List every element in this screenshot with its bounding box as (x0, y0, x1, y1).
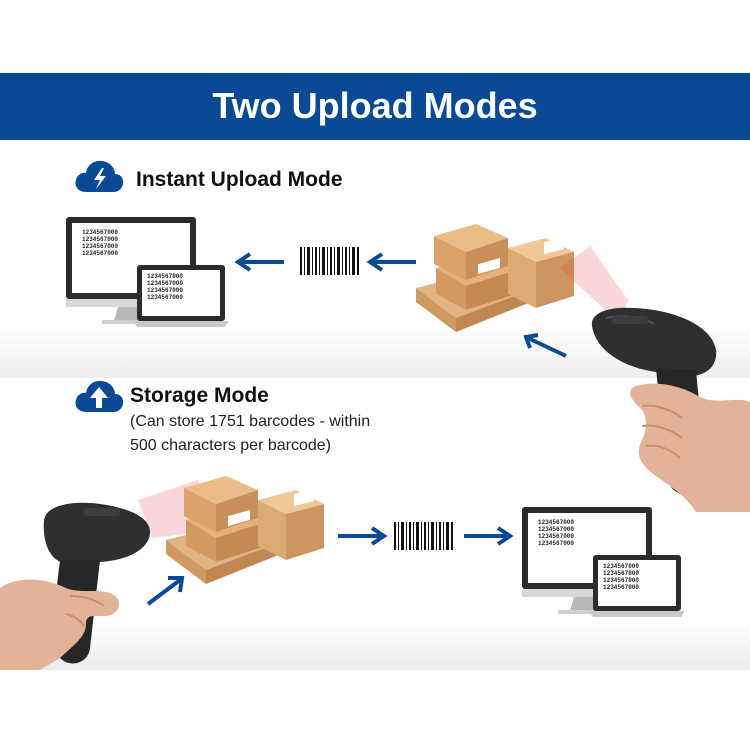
arrow-left-icon (366, 252, 416, 272)
barcode-scanner (0, 502, 150, 670)
package-boxes-icon (416, 224, 574, 332)
cloud-upload-icon (75, 380, 124, 412)
package-boxes-icon (166, 476, 324, 584)
laptop (133, 265, 229, 329)
page-title: Two Upload Modes (212, 85, 538, 126)
barcode-icon (394, 522, 453, 550)
arrow-right-icon (338, 526, 388, 546)
storage-mode-note-line-1: (Can store 1751 barcodes - within (130, 413, 371, 430)
arrow-up-right-icon (146, 576, 185, 606)
storage-mode-note-line-2: 500 characters per barcode) (130, 437, 331, 454)
barcode-scanner (591, 307, 750, 512)
cloud-lightning-icon (75, 160, 124, 192)
barcode-icon (300, 247, 359, 275)
laptop (589, 555, 685, 619)
storage-mode-title: Storage Mode (130, 384, 269, 407)
arrow-right-icon (464, 526, 514, 546)
instant-mode-title: Instant Upload Mode (136, 168, 343, 191)
arrow-up-left-icon (523, 333, 567, 358)
scan-beam (560, 246, 628, 324)
arrow-left-icon (234, 252, 284, 272)
title-banner: Two Upload Modes (0, 73, 750, 140)
